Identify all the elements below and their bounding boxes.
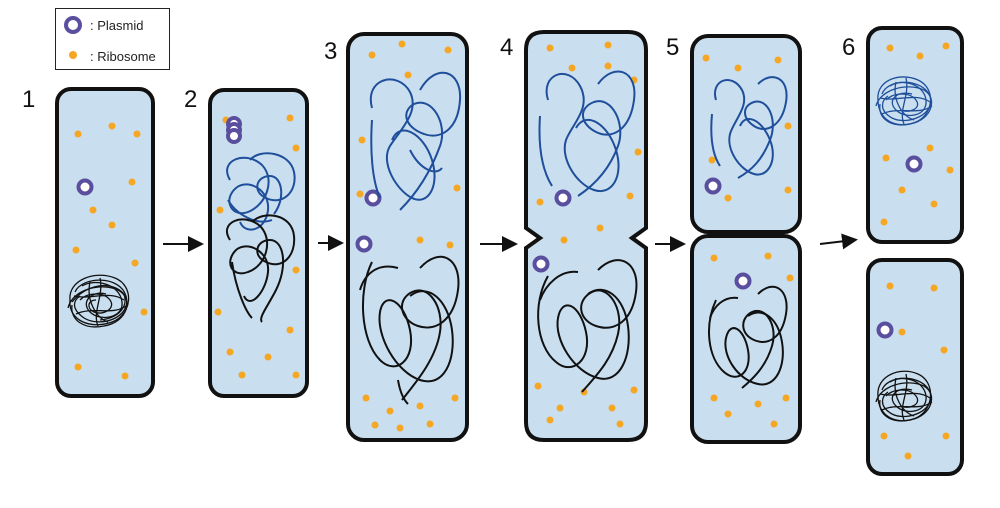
legend-ribosome-icon [69,51,77,59]
cell-3-dna-copy [369,71,462,211]
cell-6-bottom-nucleoid [875,370,933,422]
cell-4-ribosomes [534,41,642,428]
cell-1-ribosomes [72,122,148,380]
cell-6-top-membrane [866,26,964,244]
cell-6 [866,26,964,476]
cell-5-dna-copy [710,76,788,179]
legend-plasmid-icon [64,16,82,34]
cell-3-ribosomes [356,40,461,432]
cell-5-ribosomes [702,54,794,428]
cell-5-dna-original [708,285,788,389]
legend-plasmid-label: : Plasmid [90,18,144,33]
cell-2-ribosomes [214,114,300,379]
arrow-5-to-6 [819,233,858,250]
stage-6-number: 6 [842,34,856,61]
cell-1-membrane [55,87,155,398]
cell-3 [346,32,469,442]
stage-4-number: 4 [500,34,514,61]
cell-2-dna-copy [226,152,296,231]
cell-4-dna-copy [538,70,636,197]
legend: : Plasmid : Ribosome [55,8,170,70]
stage-1-number: 1 [22,86,36,113]
cell-6-ribosomes [880,42,954,460]
cell-1-nucleoid [67,274,130,328]
stage-2-number: 2 [184,86,198,113]
cell-6-bottom-membrane [866,258,964,476]
cell-2-membrane [208,88,309,398]
cell-5-top-membrane [690,34,802,234]
cell-5 [690,34,802,444]
cell-5-plasmids [704,177,752,290]
cell-2 [208,88,309,398]
cell-4-membrane [524,30,648,442]
cell-2-plasmids [226,116,242,144]
legend-ribosome-label: : Ribosome [90,49,156,64]
cell-3-dna-original [359,256,460,405]
cell-2-dna-original [226,214,296,323]
cell-4 [524,30,648,442]
stage-3-number: 3 [324,38,338,65]
legend-icons [64,16,82,59]
cell-4-dna-original [537,259,638,393]
cell-6-top-nucleoid [875,76,933,126]
cell-6-plasmids [876,155,923,339]
cell-1-plasmid [76,178,94,196]
cell-4-plasmids [532,189,572,273]
cell-1 [55,87,155,398]
stage-5-number: 5 [666,34,680,61]
